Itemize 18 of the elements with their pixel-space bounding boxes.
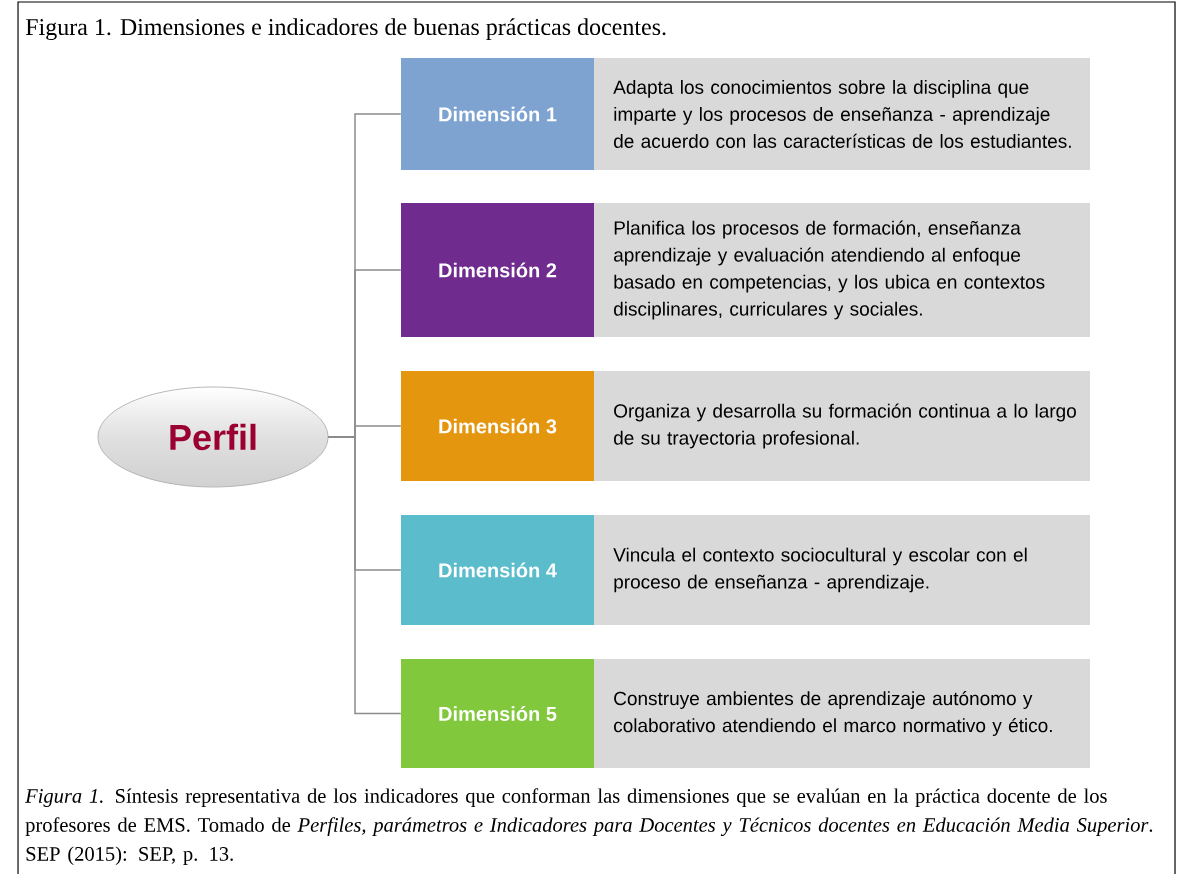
description-box (594, 659, 1090, 768)
description-box (594, 58, 1090, 170)
description-text: Construye ambientes de aprendizaje autónomo y colaborativo atendiendo el marco normativo y ético. (614, 691, 1052, 736)
description-text: Vincula el contexto sociocultural y escolar con el proceso de enseñanza - aprendizaje. (613, 547, 1027, 593)
description-box (594, 371, 1090, 481)
figure-title: Figura 1. Dimensiones e indicadores de buenas prácticas docentes. (25, 18, 666, 41)
figure-caption: Figura 1. Síntesis representativa de los indicadores que conforman las dimensiones que se evalúan en la práctica docente de los profesores de EMS. Tomado de Perfiles, parámetros e Indicadores para Docentes y Técnicos docentes en Educación Media Superior. SEP (2015): SEP, p. 13. (25, 788, 1153, 865)
description-text: Organiza y desarrolla su formación continua a lo largo de su trayectoria profesional. (614, 403, 1076, 449)
description-box (594, 515, 1090, 625)
dimension-box: Dimensión 4 (401, 515, 594, 625)
description-box (594, 203, 1090, 337)
dimension-box: Dimensión 5 (401, 659, 594, 768)
description-text: Adapta los conocimientos sobre la disciplina que imparte y los procesos de enseñanza - aprendizaje de acuerdo con las características de los estudiantes. (613, 80, 1071, 148)
connector-line (327, 436, 402, 715)
description-text: Planifica los procesos de formación, enseñanza aprendizaje y evaluación atendiendo al enfoque basado en competencias, y los ubica en contextos disciplinares, curriculares y sociales. (614, 220, 1045, 320)
dimension-box: Dimensión 2 (401, 203, 594, 337)
dimension-box: Dimensión 3 (401, 371, 594, 481)
dimension-box: Dimensión 1 (401, 58, 594, 170)
